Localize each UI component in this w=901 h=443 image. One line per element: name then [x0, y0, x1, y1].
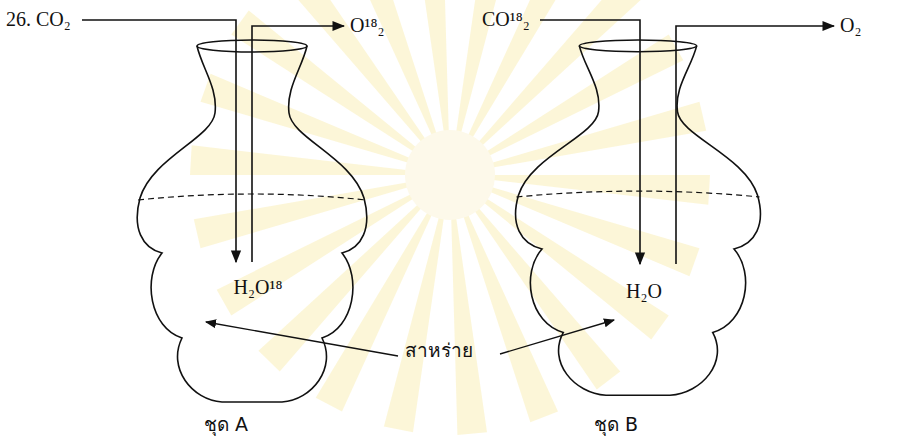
- flask: H₂O: [510, 38, 766, 406]
- set-label: ชุด B: [594, 414, 638, 435]
- gas-label: CO¹⁸₂: [482, 8, 530, 30]
- gas-in-arrow: [540, 20, 640, 264]
- leader-line: [500, 320, 614, 354]
- water-formula: H₂O¹⁸: [234, 276, 283, 298]
- algae-label: สาหร่าย: [405, 340, 473, 361]
- water-formula: H₂O: [626, 280, 662, 302]
- gas-label: O¹⁸₂: [350, 14, 384, 36]
- gas-label: CO₂: [36, 8, 71, 30]
- set-label: ชุด A: [204, 414, 248, 435]
- gas-out-arrow: [676, 26, 834, 264]
- question-number: 26.: [6, 8, 31, 30]
- water-line: [138, 194, 366, 200]
- gas-label: O₂: [840, 14, 861, 36]
- watermark-disc: [405, 130, 495, 220]
- flask-outline: [132, 38, 372, 413]
- leader-line: [206, 322, 398, 356]
- water-line: [516, 191, 759, 197]
- gas-in-arrow: [82, 20, 236, 262]
- flask-outline: [510, 38, 766, 406]
- flask: H₂O¹⁸: [132, 38, 372, 413]
- gas-out-arrow: [252, 26, 344, 262]
